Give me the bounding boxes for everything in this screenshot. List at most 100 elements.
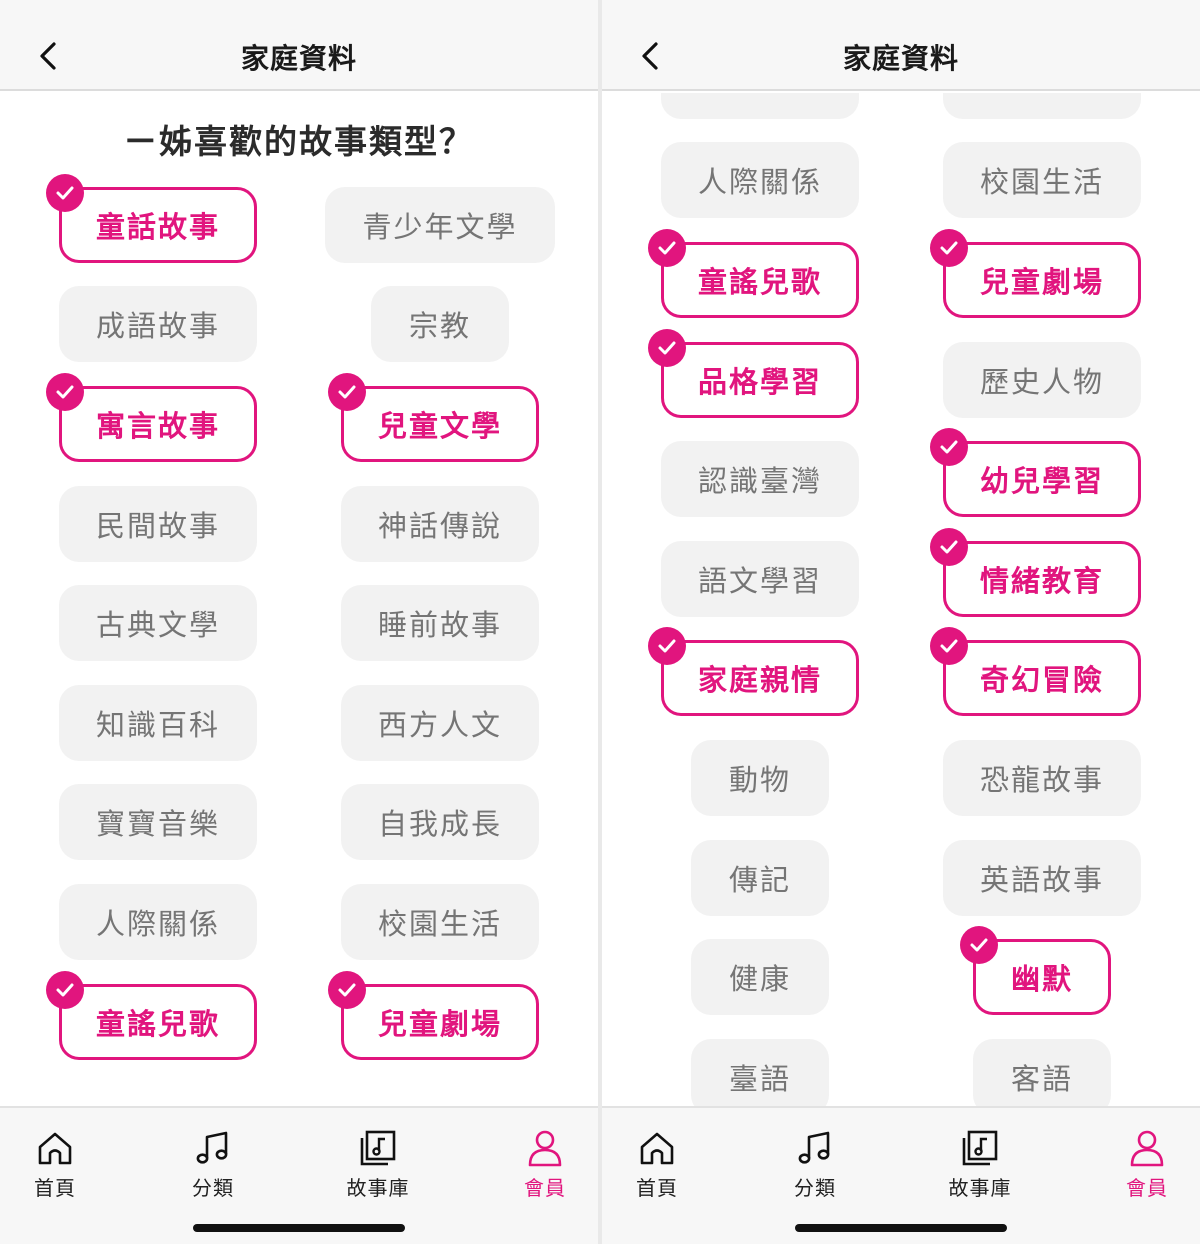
genre-chip[interactable]: 校園生活	[943, 142, 1141, 219]
genre-chip[interactable]: 傳記	[691, 839, 829, 916]
genre-chip[interactable]: 神話傳說	[341, 485, 539, 562]
genre-chip-label: 兒童劇場	[377, 1006, 502, 1041]
genre-chip-selected[interactable]: 兒童劇場	[328, 970, 539, 1060]
bottom-tab-bar: 首頁 分類 故事庫 會員	[0, 1106, 598, 1244]
genre-chip[interactable]: 宗教	[371, 286, 509, 363]
genre-chip[interactable]: 歷史人物	[943, 341, 1141, 418]
music-note-icon	[798, 1131, 830, 1164]
genre-chip-label: 寶寶音樂	[95, 807, 220, 842]
genre-chip-label: 成語故事	[95, 309, 220, 344]
genre-chip[interactable]: 睡前故事	[341, 585, 539, 662]
navigation-bar: 家庭資料	[0, 0, 598, 91]
tab-label: 故事庫	[948, 1176, 1012, 1200]
tab-story-library[interactable]: 故事庫	[328, 1128, 428, 1201]
genre-chip-label: 校園生活	[979, 165, 1104, 200]
tab-member[interactable]: 會員	[495, 1128, 595, 1201]
check-icon	[930, 527, 968, 566]
genre-chip-label: 幽默	[1010, 962, 1073, 997]
genre-chip-label: 幼兒學習	[979, 464, 1104, 499]
phone-screen-left: 家庭資料 ㄧ姊喜歡的故事類型？ 童話故事 青少年文學 成語故事 宗教 寓言故事 …	[0, 0, 598, 1244]
genre-chip-label: 臺語	[728, 1061, 791, 1096]
genre-chip-selected[interactable]: 家庭親情	[648, 627, 859, 717]
genre-chip[interactable]: 古典文學	[59, 585, 257, 662]
genre-chip[interactable]: 知識百科	[59, 684, 257, 761]
genre-chip[interactable]: 自我成長	[341, 784, 539, 861]
genre-chip-label: 寓言故事	[95, 408, 220, 443]
genre-chip-label: 睡前故事	[377, 608, 502, 643]
genre-chip-label: 恐龍故事	[979, 762, 1104, 797]
check-icon	[328, 970, 366, 1009]
genre-chip-selected[interactable]: 品格學習	[648, 328, 859, 418]
genre-chip-label: 青少年文學	[362, 209, 518, 244]
user-icon	[1130, 1130, 1164, 1167]
genre-chip[interactable]: 人際關係	[59, 883, 257, 960]
bottom-tab-bar: 首頁 分類 故事庫 會員	[602, 1106, 1200, 1244]
genre-chip-label: 童謠兒歌	[697, 264, 822, 299]
genre-chip-selected[interactable]: 兒童文學	[328, 372, 539, 462]
genre-chip[interactable]: 成語故事	[59, 286, 257, 363]
genre-chip[interactable]	[943, 93, 1141, 119]
user-icon	[528, 1130, 562, 1167]
genre-chip-label: 傳記	[728, 862, 791, 897]
genre-chip[interactable]: 臺語	[691, 1038, 829, 1106]
genre-chip-label: 神話傳說	[377, 508, 502, 543]
genre-chip-selected[interactable]: 幽默	[960, 926, 1111, 1016]
genre-chip[interactable]: 健康	[691, 939, 829, 1016]
album-library-icon	[360, 1130, 396, 1166]
genre-chip-selected[interactable]: 奇幻冒險	[930, 627, 1141, 717]
tab-member[interactable]: 會員	[1097, 1128, 1197, 1201]
check-icon	[648, 228, 686, 267]
tab-label: 首頁	[34, 1176, 76, 1200]
tab-label: 首頁	[636, 1176, 678, 1200]
genre-chip-selected[interactable]: 童謠兒歌	[648, 228, 859, 318]
genre-chip-label: 家庭親情	[697, 663, 822, 698]
tab-category[interactable]: 分類	[163, 1128, 263, 1201]
genre-chip[interactable]: 動物	[691, 739, 829, 816]
genre-chip-label: 英語故事	[979, 862, 1104, 897]
genre-chip-label: 情緒教育	[979, 563, 1104, 598]
genre-chip-label: 西方人文	[377, 707, 502, 742]
genre-chip[interactable]: 語文學習	[661, 540, 859, 617]
genre-chip[interactable]: 寶寶音樂	[59, 784, 257, 861]
genre-chip[interactable]: 英語故事	[943, 839, 1141, 916]
genre-chip[interactable]: 認識臺灣	[661, 441, 859, 518]
genre-chip-label: 認識臺灣	[697, 464, 822, 499]
genre-chip-grid: 童話故事 青少年文學 成語故事 宗教 寓言故事 兒童文學 民間故事 神話傳說 古…	[0, 173, 598, 1071]
back-arrow-icon[interactable]	[632, 38, 668, 74]
genre-chip-label: 古典文學	[95, 608, 220, 643]
genre-chip-selected[interactable]: 寓言故事	[46, 372, 257, 462]
genre-chip[interactable]	[661, 93, 859, 119]
tab-category[interactable]: 分類	[765, 1128, 865, 1201]
tab-home[interactable]: 首頁	[607, 1128, 707, 1201]
genre-content: 人際關係 校園生活 童謠兒歌 兒童劇場 品格學習 歷史人物 認識臺灣 幼兒學習 …	[602, 93, 1200, 1106]
genre-chip[interactable]: 客語	[973, 1038, 1111, 1106]
genre-chip-selected[interactable]: 幼兒學習	[930, 428, 1141, 518]
check-icon	[648, 627, 686, 666]
genre-chip-label: 自我成長	[377, 807, 502, 842]
genre-chip-label: 歷史人物	[979, 364, 1104, 399]
check-icon	[930, 428, 968, 467]
home-indicator	[795, 1224, 1007, 1232]
genre-chip[interactable]: 青少年文學	[325, 186, 555, 263]
genre-chip-label: 客語	[1010, 1061, 1073, 1096]
tab-home[interactable]: 首頁	[5, 1128, 105, 1201]
genre-chip-label: 人際關係	[697, 165, 822, 200]
back-arrow-icon[interactable]	[30, 38, 66, 74]
genre-chip-label: 兒童劇場	[979, 264, 1104, 299]
tab-story-library[interactable]: 故事庫	[930, 1128, 1030, 1201]
check-icon	[648, 328, 686, 367]
genre-chip-selected[interactable]: 童謠兒歌	[46, 970, 257, 1060]
genre-chip[interactable]: 西方人文	[341, 684, 539, 761]
genre-chip[interactable]: 校園生活	[341, 883, 539, 960]
genre-chip-label: 人際關係	[95, 906, 220, 941]
genre-chip-label: 奇幻冒險	[979, 663, 1104, 698]
genre-chip[interactable]: 人際關係	[661, 142, 859, 219]
genre-chip-label: 校園生活	[377, 906, 502, 941]
genre-chip-selected[interactable]: 情緒教育	[930, 527, 1141, 617]
genre-chip-selected[interactable]: 童話故事	[46, 173, 257, 263]
check-icon	[46, 970, 84, 1009]
question-heading: ㄧ姊喜歡的故事類型？	[124, 122, 474, 161]
genre-chip[interactable]: 民間故事	[59, 485, 257, 562]
genre-chip[interactable]: 恐龍故事	[943, 739, 1141, 816]
genre-chip-selected[interactable]: 兒童劇場	[930, 228, 1141, 318]
